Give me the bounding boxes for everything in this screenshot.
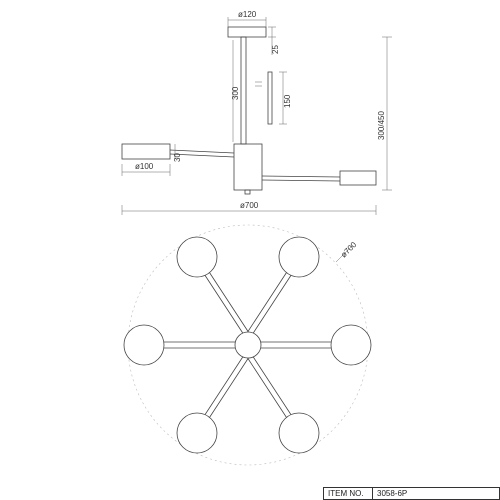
- left-arm: [169, 149, 235, 154]
- globe-bottom-left: [176, 412, 218, 454]
- canopy-diameter-label: ø120: [238, 10, 257, 19]
- elevation-view: ø120 25 300 150 30 ø100: [121, 10, 392, 215]
- rod-extension-label: 150: [283, 94, 292, 108]
- left-shade: [121, 143, 171, 160]
- title-block: ITEM NO. 3058-6P: [323, 487, 500, 500]
- right-shade: [339, 170, 377, 186]
- globe-top-left: [176, 236, 218, 278]
- canopy-height-label: 25: [271, 45, 280, 54]
- item-number-label: ITEM NO.: [324, 488, 373, 499]
- arm-offset-label: 30: [173, 153, 182, 162]
- overall-height-label: 300/450: [377, 111, 386, 140]
- rod-length-label: 300: [231, 86, 240, 100]
- shade-diameter-label: ø100: [135, 162, 154, 171]
- plan-diameter-label: ø700: [339, 240, 359, 260]
- center-hub-body: [233, 143, 263, 191]
- plan-view: ø700: [123, 224, 372, 466]
- plan-diameter-leader: [335, 245, 353, 263]
- right-arm: [261, 175, 341, 178]
- hub-bottom-cap: [244, 189, 251, 195]
- plan-center-hub: [234, 331, 262, 359]
- globe-bottom-right: [278, 412, 320, 454]
- globe-right: [330, 324, 372, 366]
- overall-width-label: ø700: [240, 201, 259, 210]
- globe-left: [123, 324, 165, 366]
- suspension-rod: [240, 36, 247, 145]
- globe-top-right: [278, 236, 320, 278]
- item-number-value: 3058-6P: [377, 489, 408, 498]
- rod-extension-piece: [267, 71, 273, 125]
- canopy: [227, 26, 267, 38]
